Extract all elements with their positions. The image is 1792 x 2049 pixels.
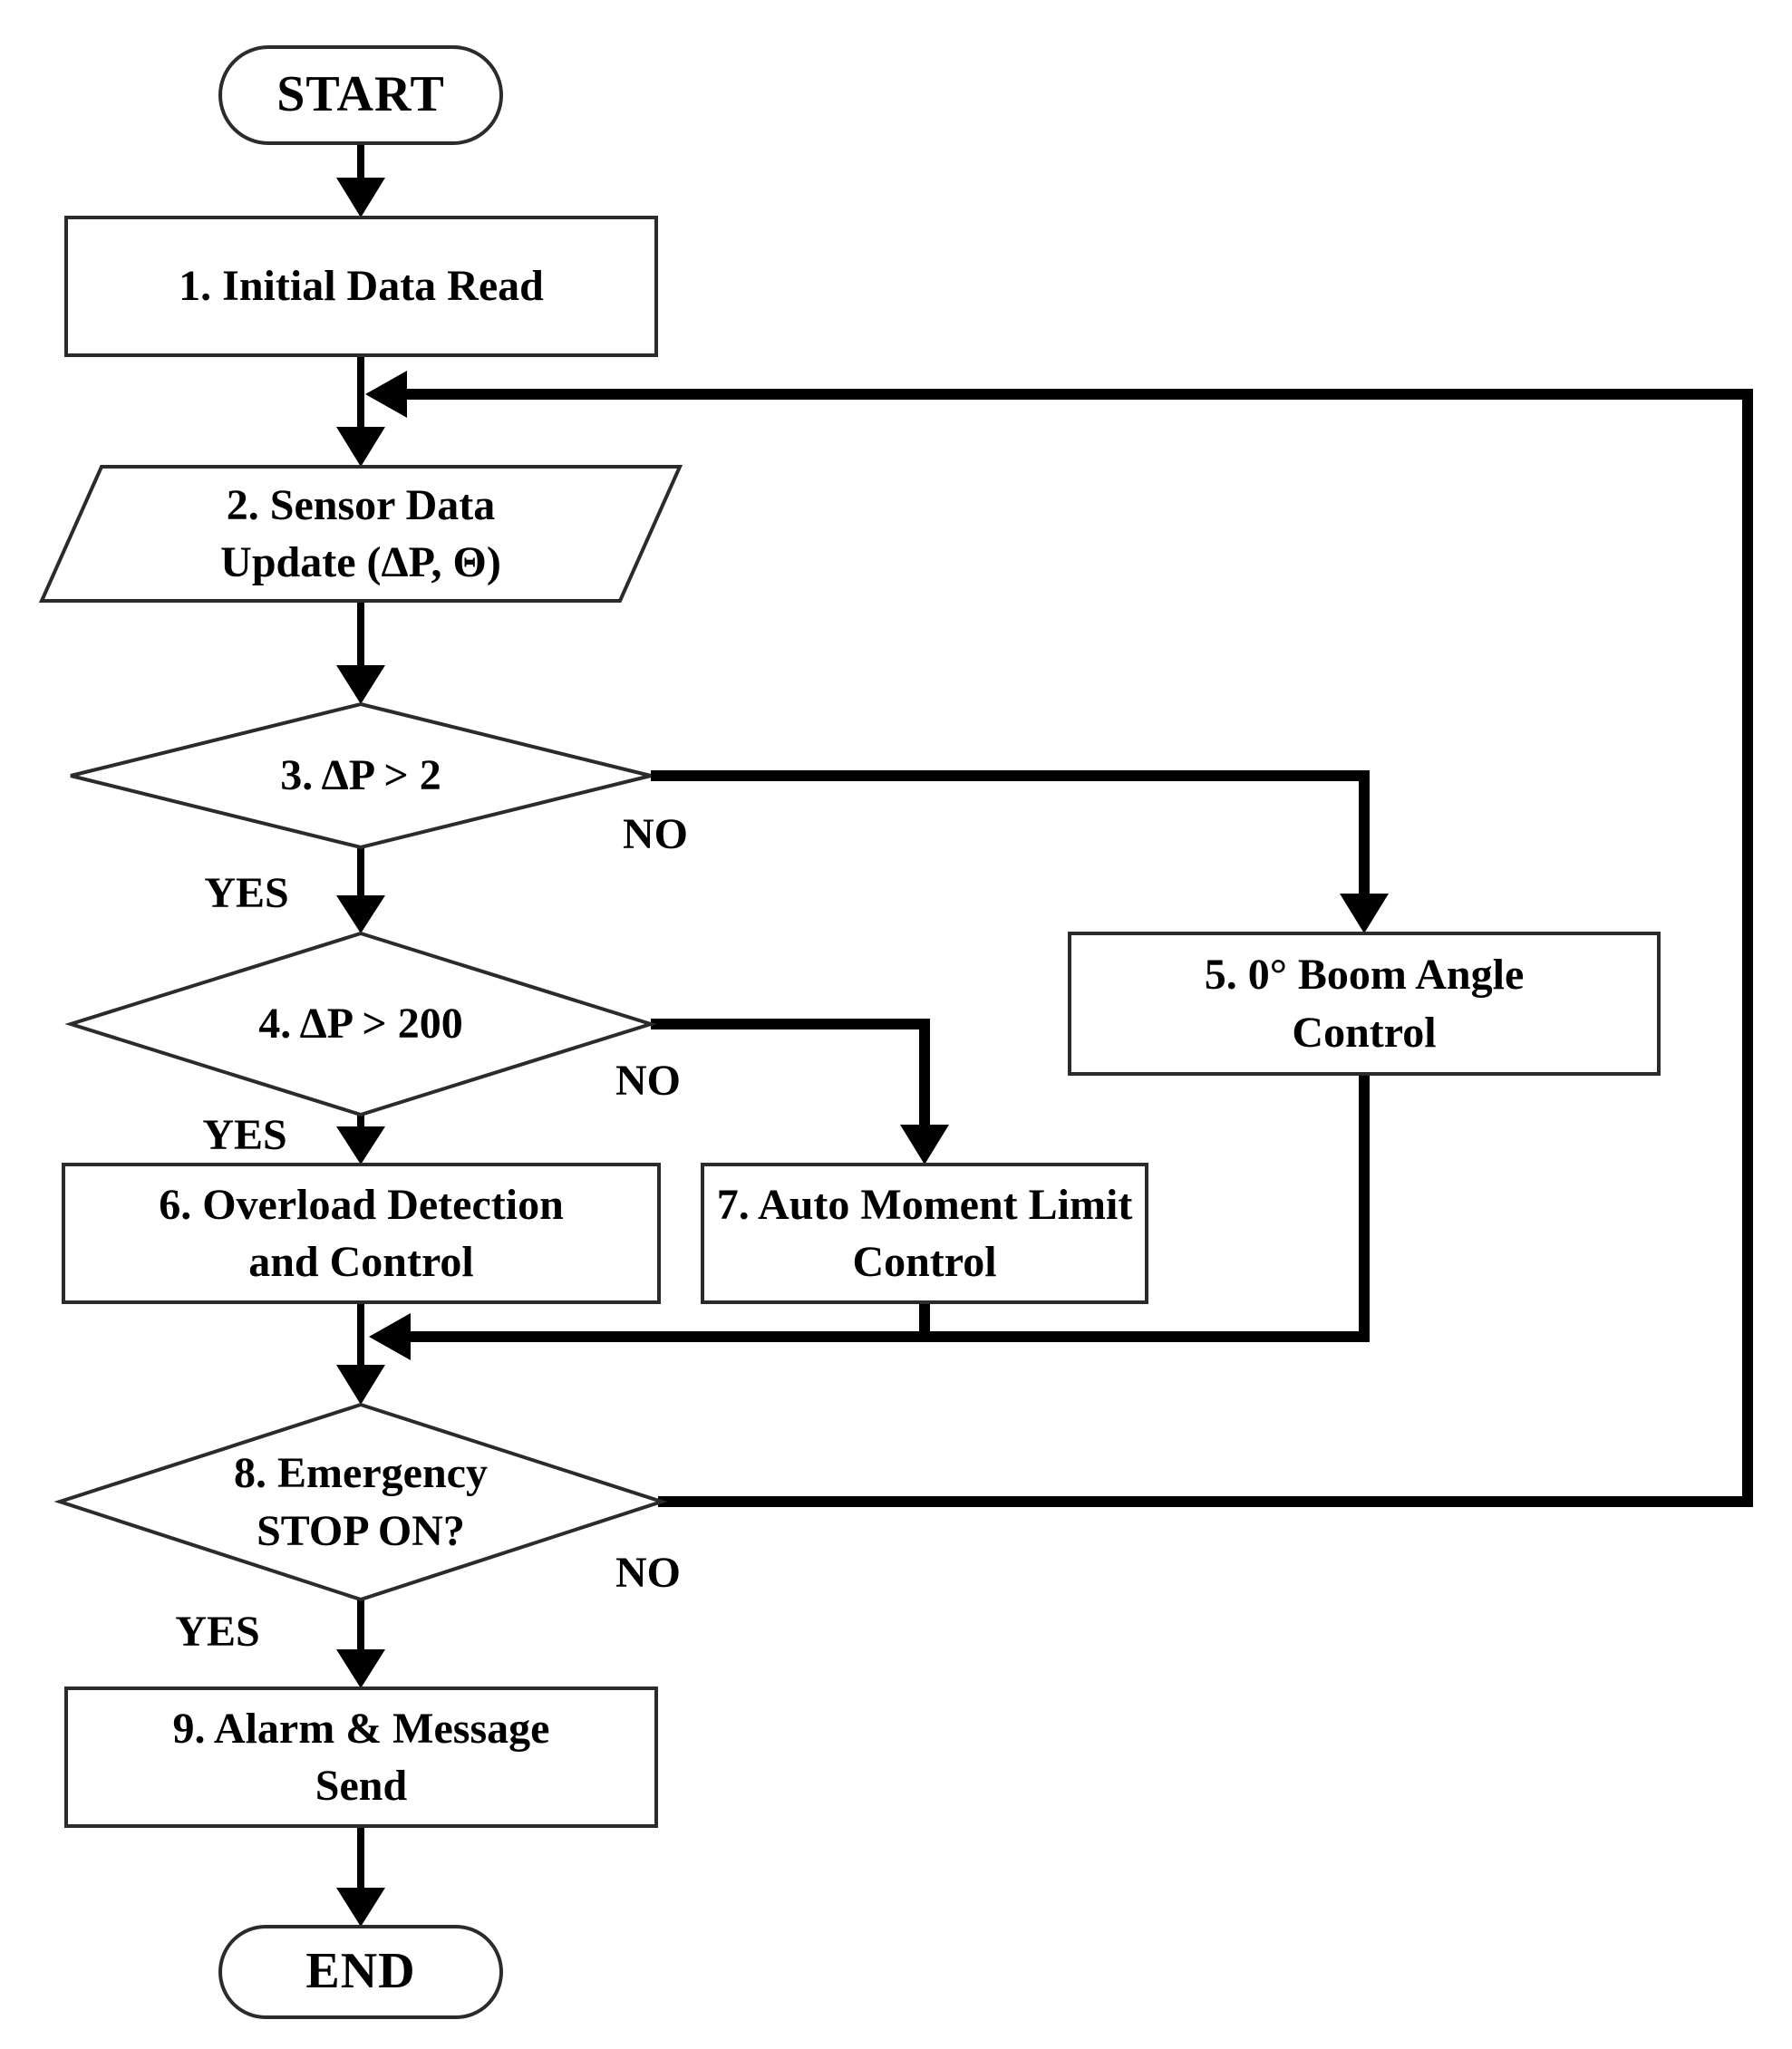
process-1-shape <box>64 216 658 357</box>
arrowhead-into-n6 <box>336 1126 385 1165</box>
process-6-shape <box>62 1163 661 1304</box>
decision-4-no-label: NO <box>615 1056 681 1105</box>
arrowhead-into-n3 <box>336 665 385 704</box>
process-9-shape <box>64 1687 658 1828</box>
io-2-parallelogram-shape <box>38 465 683 603</box>
decision-4-label: 4. ΔP > 200 <box>258 1000 463 1049</box>
decision-3-label: 3. ΔP > 2 <box>280 751 441 800</box>
arrowhead-into-n2 <box>336 427 385 467</box>
edge-n5-merge <box>409 1074 1370 1342</box>
process-6-label: 6. Overload Detection and Control <box>159 1180 564 1286</box>
arrowhead-into-n4 <box>336 895 385 933</box>
decision-3-diamond-shape <box>70 701 652 850</box>
branch-lines <box>405 389 1753 1507</box>
arrowhead-into-n8 <box>336 1365 385 1405</box>
decision-8-no-label: NO <box>615 1548 681 1597</box>
edge-n8-loop-no <box>405 389 1753 1507</box>
process-7-label: 7. Auto Moment Limit Control <box>716 1180 1133 1286</box>
io-2-label: 2. Sensor Data Update (ΔP, Θ) <box>220 480 501 586</box>
start-label: START <box>276 66 445 123</box>
arrowhead-into-n1 <box>336 178 385 217</box>
process-7-shape <box>701 1163 1148 1304</box>
decision-3-yes-label: YES <box>204 868 289 917</box>
decision-4-diamond-shape <box>64 931 657 1117</box>
edge-n4-n7-no <box>651 1019 930 1126</box>
process-5-label: 5. 0° Boom Angle Control <box>1204 951 1525 1057</box>
arrowheads <box>336 178 1389 1927</box>
decision-8-diamond-shape <box>53 1402 668 1602</box>
arrowhead-into-end <box>336 1888 385 1927</box>
arrowhead-into-n9 <box>336 1649 385 1688</box>
arrowhead-merge-into-spine <box>369 1313 411 1360</box>
process-1-label: 1. Initial Data Read <box>179 262 544 311</box>
process-9-label: 9. Alarm & Message Send <box>172 1704 550 1810</box>
decision-3-no-label: NO <box>623 809 688 858</box>
decision-8-label: 8. Emergency STOP ON? <box>234 1449 488 1555</box>
decision-4-yes-label: YES <box>202 1110 287 1159</box>
arrowhead-into-n7 <box>900 1125 949 1165</box>
arrowhead-loop-merge-top <box>365 371 407 418</box>
end-terminator-shape <box>218 1925 503 2019</box>
node-shapes <box>38 45 1661 2019</box>
process-5-shape <box>1068 932 1661 1076</box>
end-label: END <box>305 1943 416 2000</box>
start-terminator-shape <box>218 45 503 145</box>
decision-8-yes-label: YES <box>175 1607 260 1656</box>
arrowhead-into-n5 <box>1340 894 1389 933</box>
edge-n3-n5-no <box>651 770 1370 895</box>
